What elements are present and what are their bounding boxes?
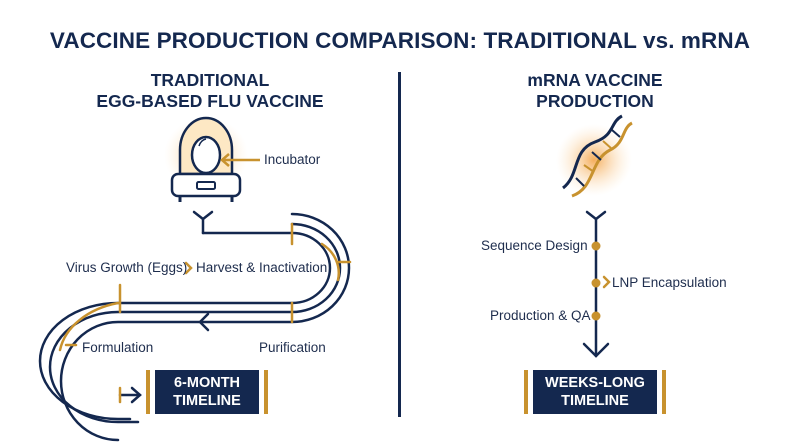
incubator-pointer (220, 153, 260, 167)
lnp-chevron (602, 275, 611, 289)
traditional-flow-path (38, 210, 351, 442)
traditional-badge-left-bar (146, 370, 150, 414)
egg-incubator-icon (164, 116, 248, 202)
production-qa-label: Production & QA (490, 308, 591, 323)
traditional-title-line2: EGG-BASED FLU VACCINE (96, 91, 324, 111)
column-divider (398, 72, 401, 417)
traditional-title: TRADITIONAL EGG-BASED FLU VACCINE (70, 70, 350, 112)
traditional-timeline-badge: 6-MONTH TIMELINE (155, 370, 259, 414)
mrna-badge-right-bar (662, 370, 666, 414)
purification-label: Purification (259, 340, 326, 355)
mrna-title-line1: mRNA VACCINE (527, 70, 663, 90)
harvest-label: Harvest & Inactivation (196, 260, 328, 275)
mrna-step-dots (591, 241, 601, 321)
traditional-title-line1: TRADITIONAL (150, 70, 270, 90)
lnp-encapsulation-label: LNP Encapsulation (612, 275, 727, 290)
mrna-title-line2: PRODUCTION (536, 91, 654, 111)
mrna-title: mRNA VACCINE PRODUCTION (470, 70, 720, 112)
traditional-timeline-line1: 6-MONTH (173, 375, 241, 391)
sequence-design-label: Sequence Design (481, 238, 588, 253)
mrna-timeline-line1: WEEKS-LONG (545, 375, 645, 391)
mrna-badge-left-bar (524, 370, 528, 414)
mrna-timeline-line2: TIMELINE (561, 393, 629, 409)
dna-helix-icon (556, 114, 633, 198)
traditional-gold-markers (58, 222, 352, 404)
traditional-badge-right-bar (264, 370, 268, 414)
formulation-label: Formulation (82, 340, 154, 355)
virus-growth-label: Virus Growth (Eggs) (66, 260, 188, 275)
page-title: VACCINE PRODUCTION COMPARISON: TRADITION… (49, 28, 751, 53)
incubator-label: Incubator (264, 152, 321, 167)
mrna-timeline-badge: WEEKS-LONG TIMELINE (533, 370, 657, 414)
traditional-timeline-line2: TIMELINE (173, 393, 241, 409)
